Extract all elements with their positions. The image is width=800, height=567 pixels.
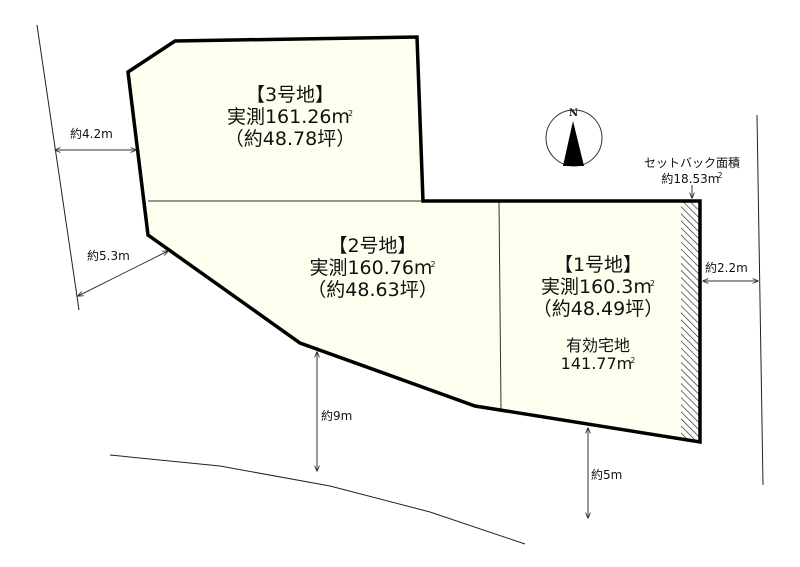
north-compass-icon: [545, 109, 603, 167]
setback-label-block: セットバック面積 約18.53m2: [632, 156, 752, 187]
right-road-line: [756, 114, 764, 486]
lot-2-label-block: 【2号地】 実測160.76m2 （約48.63坪）: [290, 235, 455, 302]
lot-2-1-divider: [498, 200, 502, 410]
lot-2-tsubo: （約48.63坪）: [307, 278, 438, 301]
lot-1-label-block: 【1号地】 実測160.3m2 （約48.49坪） 有効宅地 141.77m2: [518, 254, 678, 373]
dim-label-bottom-right: 約5m: [591, 468, 623, 482]
lot-1-title: 【1号地】: [553, 254, 643, 276]
lot-1-tsubo: （約48.49坪）: [532, 297, 664, 320]
lot-1-parcel: [500, 201, 700, 442]
lot-2-area: 実測160.76m2: [309, 256, 436, 279]
lot-1-effective-area: 141.77m2: [560, 353, 636, 373]
lot-3-tsubo: （約48.78坪）: [224, 127, 356, 150]
dim-arrow-left-bottom: [78, 251, 168, 296]
left-road-line: [36, 24, 80, 311]
lot-3-area: 実測161.26m2: [226, 105, 354, 128]
lot-2-title: 【2号地】: [328, 235, 417, 257]
setback-title: セットバック面積: [643, 156, 740, 170]
dim-label-left-top: 約4.2m: [70, 127, 113, 141]
lot-3-title: 【3号地】: [245, 84, 335, 106]
dim-label-left-bottom: 約5.3m: [87, 249, 130, 263]
setback-area: [681, 201, 700, 442]
bottom-road-line: [109, 454, 526, 545]
lot-1-effective-title: 有効宅地: [565, 335, 630, 355]
dim-label-bottom-left: 約9m: [321, 409, 353, 423]
lot-1-area: 実測160.3m2: [540, 275, 655, 298]
setback-area-value: 約18.53m2: [661, 170, 723, 186]
site-outline: [126, 35, 702, 445]
compass-north-label: N: [569, 108, 579, 119]
lot-2-parcel: [148, 201, 500, 409]
lot-3-label-block: 【3号地】 実測161.26m2 （約48.78坪）: [210, 84, 370, 151]
dim-label-right: 約2.2m: [705, 261, 748, 275]
lot-3-parcel: [128, 37, 423, 201]
